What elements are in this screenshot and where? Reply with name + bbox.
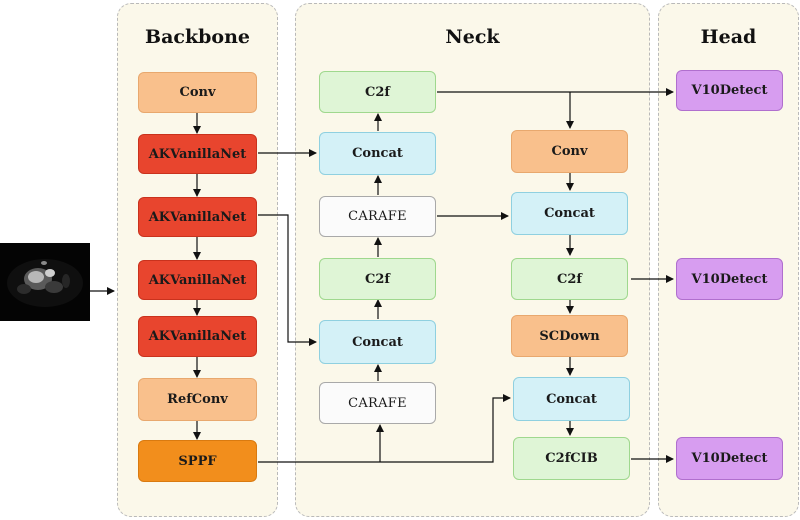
head-title: Head bbox=[700, 26, 757, 48]
neck-title: Neck bbox=[445, 26, 500, 48]
backbone-refconv-block: RefConv bbox=[138, 378, 257, 421]
backbone-conv-block: Conv bbox=[138, 72, 257, 113]
backbone-akvanillanet-block-3: AKVanillaNet bbox=[138, 260, 257, 300]
head-v10detect-block-3: V10Detect bbox=[676, 437, 783, 480]
arrow-sppf-to-carafe2-and-concat4 bbox=[258, 394, 511, 463]
neck-concat-block-4: Concat bbox=[513, 377, 630, 421]
neck-concat-block-3: Concat bbox=[511, 192, 628, 235]
neck-c2fcib-block: C2fCIB bbox=[513, 437, 630, 480]
backbone-akvanillanet-block-4: AKVanillaNet bbox=[138, 316, 257, 357]
neck-scdown-block: SCDown bbox=[511, 315, 628, 357]
backbone-title: Backbone bbox=[145, 26, 250, 48]
arrow-ak2-to-concat2 bbox=[258, 214, 317, 346]
neck-concat-block-1: Concat bbox=[319, 132, 436, 175]
neck-c2f-mid-block: C2f bbox=[319, 258, 436, 300]
backbone-akvanillanet-block-1: AKVanillaNet bbox=[138, 134, 257, 174]
neck-c2f-right-block: C2f bbox=[511, 258, 628, 300]
backbone-sppf-block: SPPF bbox=[138, 440, 257, 482]
neck-carafe-block-2: CARAFE bbox=[319, 382, 436, 424]
neck-carafe-block-1: CARAFE bbox=[319, 196, 436, 237]
head-v10detect-block-1: V10Detect bbox=[676, 70, 783, 111]
input-image bbox=[0, 243, 90, 321]
head-v10detect-block-2: V10Detect bbox=[676, 258, 783, 300]
neck-c2f-top-block: C2f bbox=[319, 71, 436, 113]
neck-conv-block: Conv bbox=[511, 130, 628, 173]
backbone-akvanillanet-block-2: AKVanillaNet bbox=[138, 197, 257, 237]
neck-concat-block-2: Concat bbox=[319, 320, 436, 364]
